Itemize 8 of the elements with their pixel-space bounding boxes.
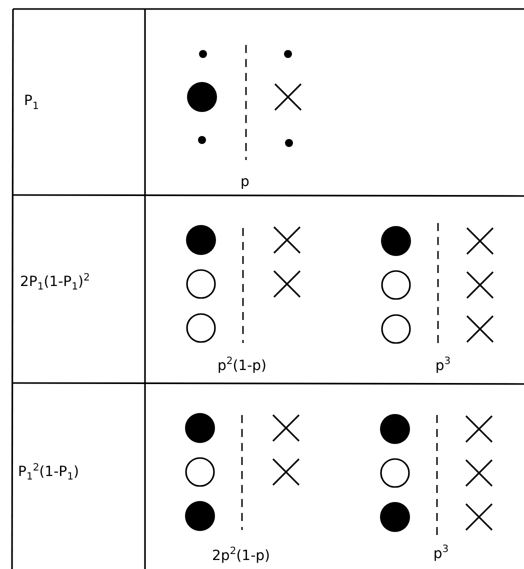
probability-label: p$^{3}$ xyxy=(435,357,451,373)
probability-label: p$^{2}$(1-p) xyxy=(217,357,267,373)
probability-label: p$^{3}$ xyxy=(433,545,449,561)
probability-label: 2p$^{2}$(1-p) xyxy=(212,547,270,563)
row-formula: P$_{1}$ xyxy=(24,94,39,112)
row-formula: 2P$_{1}$(1-P$_{1}$)$^{2}$ xyxy=(20,273,90,293)
probability-label: p xyxy=(240,175,250,189)
row-formula: P$_{1}$$^{2}$(1-P$_{1}$) xyxy=(18,463,79,483)
